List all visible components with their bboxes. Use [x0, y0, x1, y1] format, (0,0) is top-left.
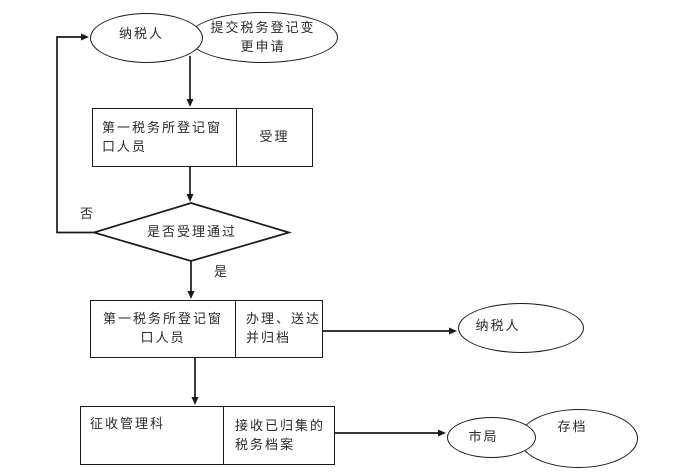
node-decision: 是否受理通过	[94, 203, 290, 261]
arrowhead-right-2	[438, 429, 446, 437]
accept-actor-cell: 第一税务所登记窗 口人员	[93, 109, 237, 166]
accept-actor-label: 第一税务所登记窗 口人员	[102, 120, 223, 155]
node-accept-box: 第一税务所登记窗 口人员 受理	[92, 108, 313, 167]
accept-action-cell: 受理	[237, 109, 312, 166]
node-city-bureau: 市局	[447, 417, 536, 458]
node-taxpayer-start: 纳税人	[90, 13, 203, 63]
node-submit-application-label: 提交税务登记变 更申请	[210, 20, 316, 55]
node-handle-box: 第一税务所登记窗 口人员 办理、送达 并归档	[90, 300, 323, 358]
node-submit-application: 提交税务登记变 更申请	[188, 12, 338, 63]
handle-actor-cell: 第一税务所登记窗 口人员	[91, 301, 236, 357]
arrowhead-down-1	[186, 99, 194, 107]
arrow-no-feedback	[56, 36, 94, 234]
handle-action-label: 办理、送达 并归档	[246, 312, 322, 346]
arrowhead-feedback	[81, 33, 89, 41]
decision-diamond	[91, 202, 292, 262]
node-archive-label: 存档	[557, 420, 588, 435]
arrowhead-right-1	[449, 327, 457, 335]
node-taxpayer-start-label: 纳税人	[118, 26, 164, 42]
collection-actor-label: 征收管理科	[90, 417, 166, 432]
accept-action-label: 受理	[259, 130, 290, 145]
handle-actor-label: 第一税务所登记窗 口人员	[102, 312, 223, 346]
collection-actor-cell: 征收管理科	[81, 407, 224, 464]
node-archive: 存档	[519, 409, 638, 468]
branch-label-no: 否	[80, 207, 96, 222]
handle-action-cell: 办理、送达 并归档	[236, 301, 322, 357]
node-taxpayer-result: 纳税人	[458, 303, 584, 353]
decision-label: 是否受理通过	[146, 224, 237, 240]
node-city-bureau-label: 市局	[468, 430, 499, 445]
branch-label-yes: 是	[214, 265, 230, 280]
arrowhead-down-4	[191, 397, 199, 405]
node-taxpayer-result-label: 纳税人	[475, 318, 521, 334]
node-collection-box: 征收管理科 接收已归集的 税务档案	[80, 406, 335, 465]
collection-action-cell: 接收已归集的 税务档案	[224, 407, 334, 464]
arrowhead-down-3	[187, 291, 195, 299]
collection-action-label: 接收已归集的 税务档案	[235, 418, 326, 453]
arrowhead-down-2	[186, 194, 194, 202]
